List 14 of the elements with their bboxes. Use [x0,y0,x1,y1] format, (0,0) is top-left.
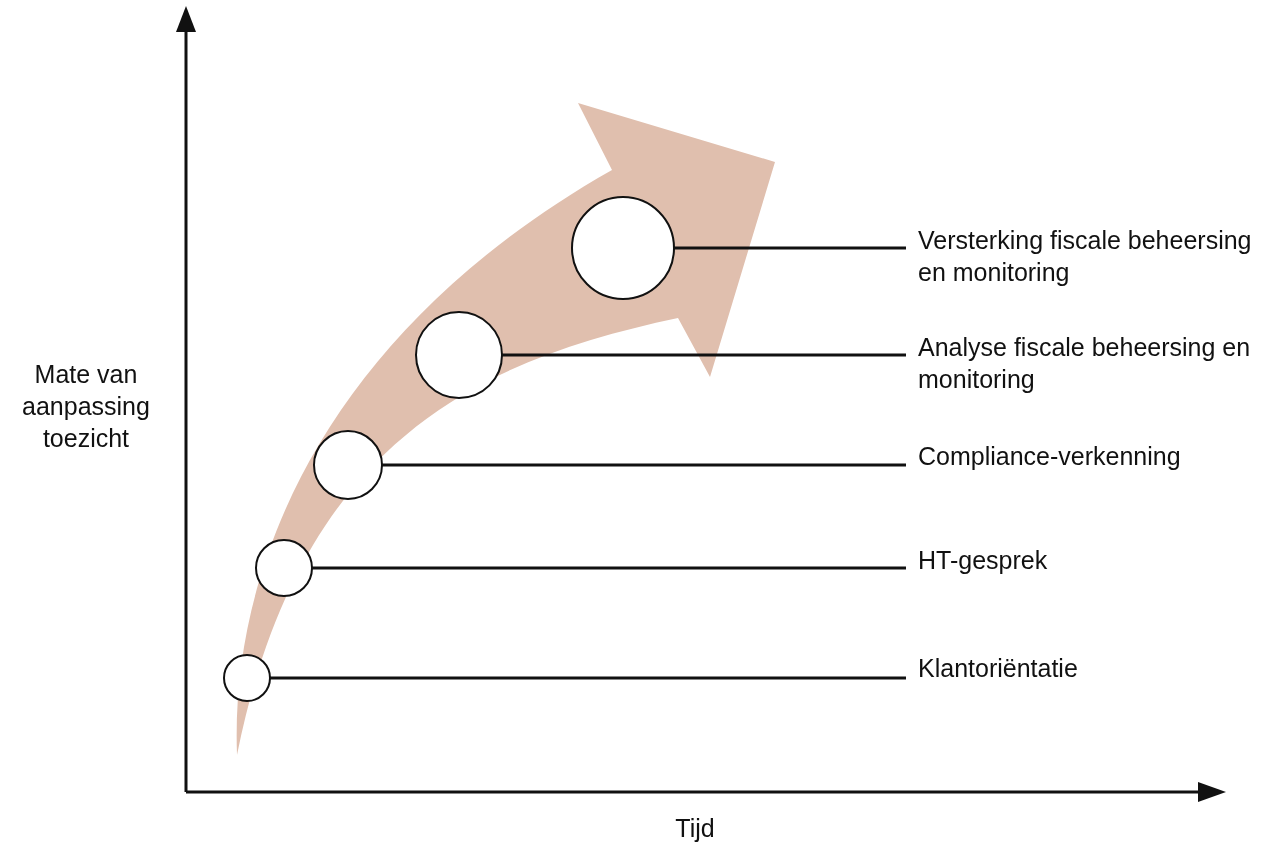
axis-title: Tijd [674,813,716,844]
stage-label: Klantoriëntatie [906,652,1266,684]
circle-marker [255,539,313,597]
stage-label: Versterking fiscale beheersing en monitoring [906,224,1266,288]
leader-line [270,676,906,680]
leader-line [502,353,906,357]
stage-label: HT-gesprek [906,544,1266,576]
stage-label: Compliance-verkenning [906,440,1266,472]
leader-line [382,463,906,467]
leader-line [312,566,906,570]
circle-marker [223,654,271,702]
leader-line [674,246,906,250]
axis-title: Mate van aanpassing toezicht [21,359,151,454]
stage-label: Analyse fiscale beheersing en monitoring [906,331,1266,395]
